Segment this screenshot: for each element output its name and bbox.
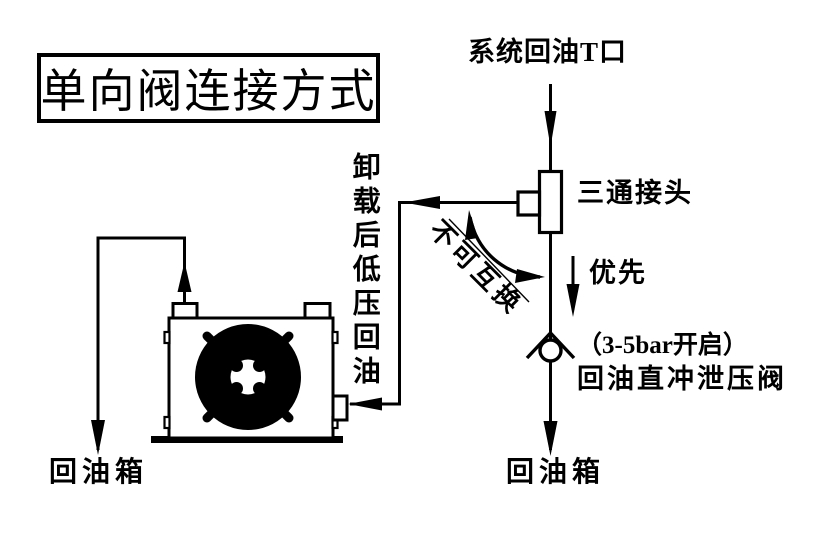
cooler-lug: [331, 330, 339, 345]
unload-arrow-left-icon: [404, 196, 440, 209]
flow-arrow-down-to-tank-right-icon: [543, 421, 558, 456]
cooler-top-port-left: [171, 302, 199, 320]
outlet-arrow-down-to-tank-left-icon: [91, 420, 105, 455]
label-relief-valve-spec: （3-5bar开启）: [577, 332, 748, 359]
arc-arrow-up-icon: [465, 210, 478, 240]
label-tank-right: 回油箱: [506, 457, 606, 488]
not-interchangeable-arc: [448, 210, 545, 303]
label-tank-left: 回油箱: [49, 457, 149, 488]
unload-arrow-into-port-icon: [348, 397, 382, 411]
arc-arrow-right-icon: [515, 269, 545, 283]
flow-arrow-down-into-tee-icon: [544, 111, 557, 147]
cooler-top-port-right: [303, 302, 332, 320]
tee-fitting-symbol: [516, 169, 564, 235]
cooler-side-port: [331, 394, 349, 422]
leader-line: [448, 218, 530, 303]
cooler-lug: [163, 330, 171, 345]
fan-icon: [195, 324, 301, 430]
label-priority: 优先: [589, 258, 647, 288]
cooler-lug: [163, 415, 171, 430]
outlet-arrow-up-icon: [177, 262, 192, 292]
fan-cooler-symbol: [151, 302, 349, 443]
label-relief-valve-name: 回油直冲泄压阀: [577, 364, 787, 394]
diagram-title: 单向阀连接方式: [40, 66, 377, 117]
title-box: 单向阀连接方式: [37, 53, 380, 123]
check-valve-symbol: [525, 330, 576, 363]
priority-arrow: [566, 256, 580, 317]
label-tee-joint: 三通接头: [577, 178, 693, 208]
label-unload-low-pressure-return: 卸载后低压回油: [348, 152, 380, 390]
label-system-return-port: 系统回油T口: [468, 37, 628, 67]
